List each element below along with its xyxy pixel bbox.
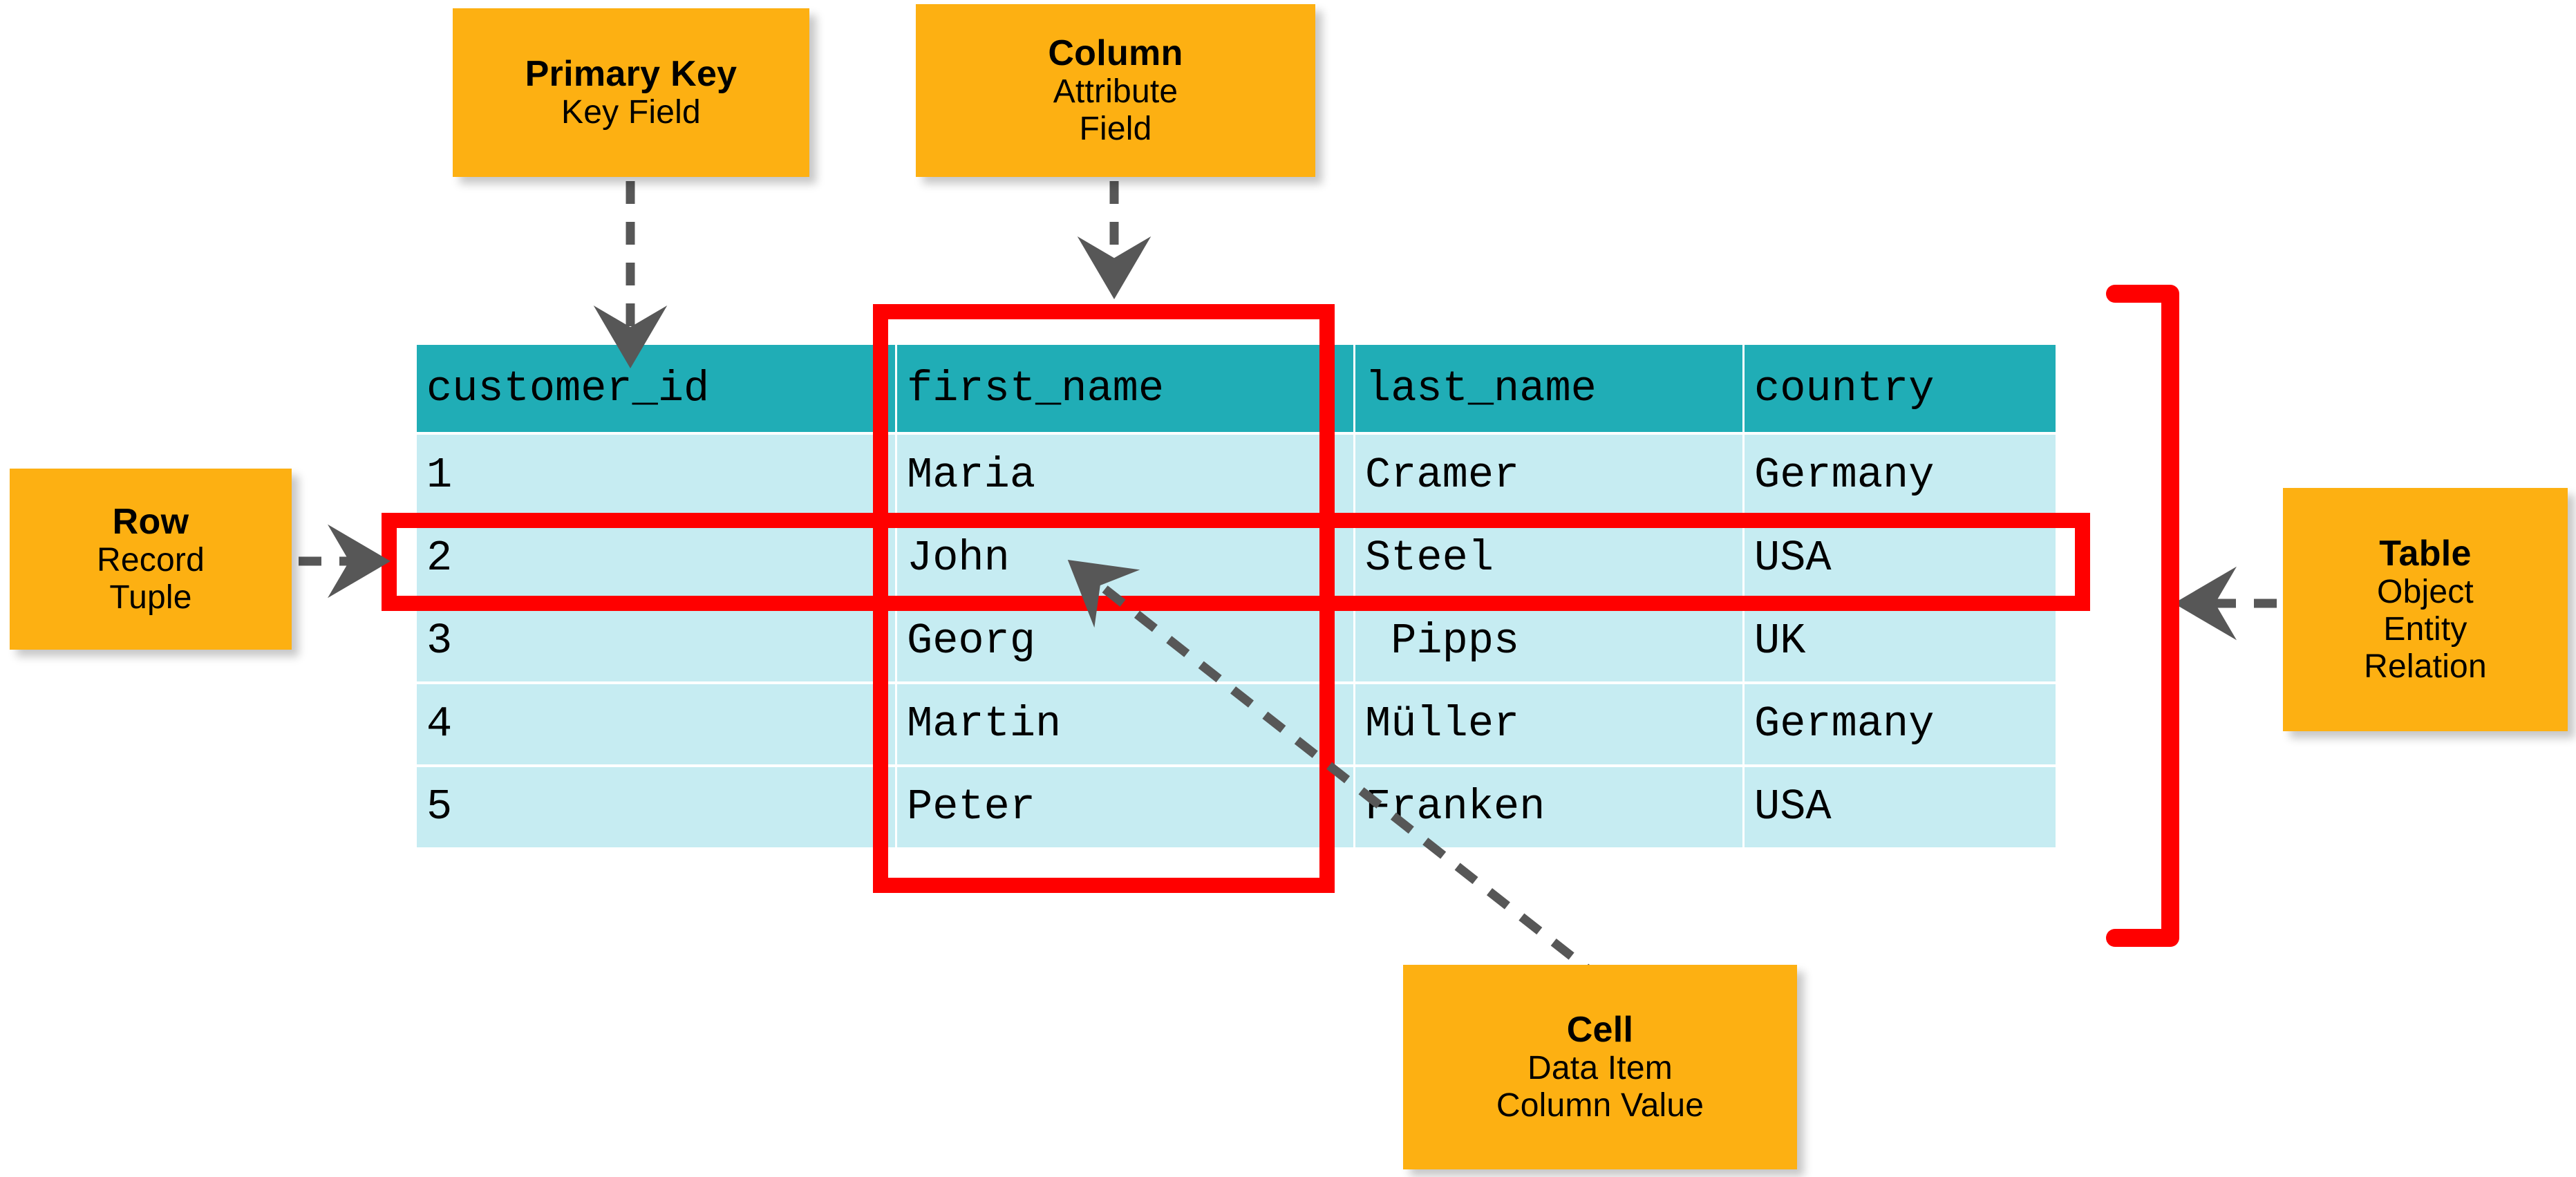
cell-country: USA [1745, 518, 2056, 599]
callout-subtitle: Attribute [1053, 73, 1178, 111]
cell-first-name: Maria [897, 435, 1353, 516]
cell-country: Germany [1745, 435, 2056, 516]
callout-title: Column [1048, 33, 1183, 74]
table-row: 1 Maria Cramer Germany [417, 435, 2056, 516]
callout-table[interactable]: Table Object Entity Relation [2283, 488, 2568, 731]
callout-subtitle: Data Item [1527, 1050, 1673, 1087]
cell-last-name: Franken [1355, 766, 1742, 847]
callout-subtitle: Object [2377, 574, 2474, 611]
cell-country: USA [1745, 766, 2056, 847]
table-row: 2 John Steel USA [417, 518, 2056, 599]
callout-title: Table [2379, 534, 2472, 574]
cell-customer-id: 5 [417, 766, 895, 847]
callout-subtitle: Entity [2383, 611, 2467, 648]
callout-row[interactable]: Row Record Tuple [10, 469, 292, 650]
column-header-customer-id: customer_id [417, 345, 895, 432]
cell-customer-id: 2 [417, 518, 895, 599]
callout-subtitle: Tuple [109, 579, 192, 616]
column-header-country: country [1745, 345, 2056, 432]
cell-last-name: Cramer [1355, 435, 1742, 516]
callout-subtitle: Column Value [1496, 1087, 1704, 1124]
table-bracket-icon [2106, 285, 2179, 947]
cell-last-name: Pipps [1355, 601, 1742, 681]
callout-primary-key[interactable]: Primary Key Key Field [453, 8, 809, 177]
row-highlight-box [382, 513, 2090, 611]
cell-customer-id: 4 [417, 684, 895, 764]
callout-title: Primary Key [525, 54, 737, 94]
cell-customer-id: 1 [417, 435, 895, 516]
callout-title: Row [112, 502, 189, 543]
column-header-first-name: first_name [897, 345, 1353, 432]
callout-subtitle: Relation [2364, 648, 2487, 685]
callout-column[interactable]: Column Attribute Field [916, 4, 1315, 177]
callout-cell[interactable]: Cell Data Item Column Value [1403, 965, 1797, 1169]
cell-country: UK [1745, 601, 2056, 681]
callout-subtitle: Field [1079, 111, 1152, 148]
callout-subtitle: Record [97, 542, 205, 579]
table-header-row: customer_id first_name last_name country [417, 345, 2056, 432]
column-header-last-name: last_name [1355, 345, 1742, 432]
callout-subtitle: Key Field [561, 94, 701, 131]
callout-title: Cell [1566, 1010, 1634, 1051]
cell-last-name: Müller [1355, 684, 1742, 764]
cell-country: Germany [1745, 684, 2056, 764]
cell-customer-id: 3 [417, 601, 895, 681]
